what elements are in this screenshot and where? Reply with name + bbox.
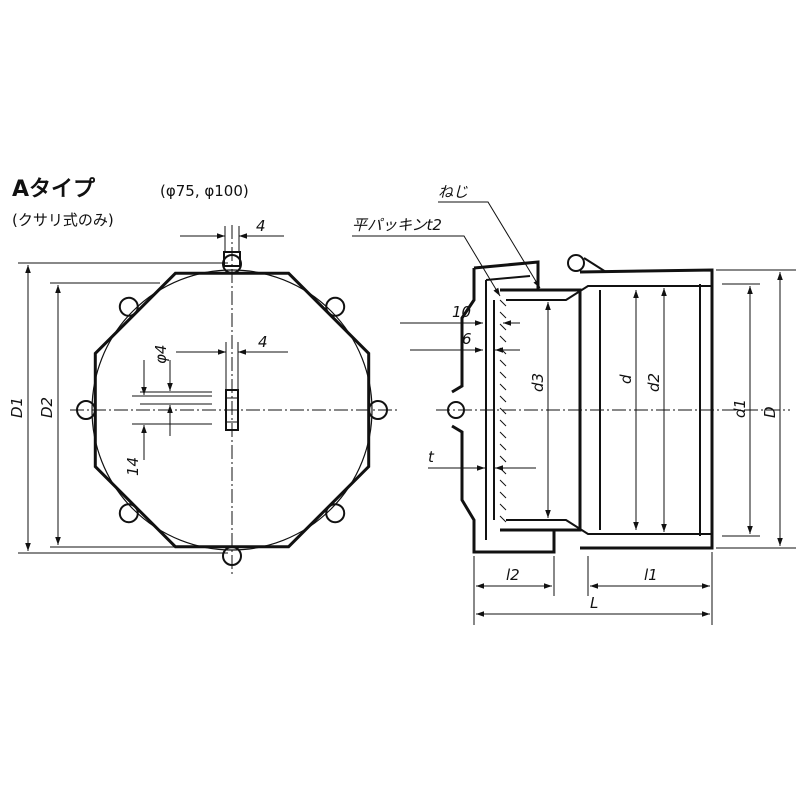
lug-bump [368,400,388,420]
coupling-taper-bottom [506,519,712,535]
thread-hatch-line [499,515,507,523]
lug-bump [325,296,346,317]
cap-inner-top [485,275,531,281]
cap-left-bottom [451,424,556,554]
thread-hatching [499,299,507,523]
size-range: (φ75, φ100) [160,182,249,200]
lug-bump [222,546,242,566]
thread-hatch-line [499,311,507,319]
dim-l1-label: l1 [644,566,658,584]
side-view: ねじ 平パッキンt2 10 6 t d3 d d2 d1 D [352,183,796,625]
thread-hatch-line [499,299,507,307]
cap-inner-circle [91,269,373,551]
title-block: Aタイプ (φ75, φ100) (クサリ式のみ) [12,177,249,229]
lug-bump [118,296,139,317]
center-slot [225,389,239,431]
dim-d2-label: d2 [645,373,663,392]
thread-hatch-line [499,359,507,367]
thread-hatch-line [499,455,507,463]
thread-hatch-line [499,407,507,415]
cap-left-top [451,268,476,394]
chain-ring [567,254,585,272]
dim-t-label: t [428,448,435,466]
tab-width-label: 4 [256,217,266,235]
dim-l2-label: l2 [506,566,520,584]
d1-label: D1 [8,397,26,418]
gasket-leader [352,235,501,297]
dim-d3-label: d3 [529,373,547,392]
thread-hatch-line [499,491,507,499]
chain-tab [223,251,241,267]
chain-note: (クサリ式のみ) [12,211,114,229]
thread-hatch-line [499,479,507,487]
gasket-callout-label: 平パッキンt2 [352,216,442,234]
thread-hatch-line [499,419,507,427]
hinge-pin [447,401,465,419]
lug-ring-outline [93,271,371,549]
thread-hatch-line [499,431,507,439]
thread-hatch-line [499,347,507,355]
d2-label: D2 [38,397,56,418]
lug-bump [325,503,346,524]
h14-label: 14 [124,457,142,476]
thread-hatch-line [499,371,507,379]
coupling-outer [579,268,714,550]
thread-hatch-line [499,383,507,391]
slot-width-label: 4 [258,333,268,351]
dim-L-label: L [590,594,598,612]
type-title: Aタイプ [12,177,96,202]
thread-hatch-line [499,395,507,403]
dim-D-label: D [761,406,779,418]
thread-leader [438,201,541,289]
lug-bump [76,400,96,420]
thread-hatch-line [499,443,507,451]
dim-6-label: 6 [462,330,472,348]
thread-hatch-line [499,467,507,475]
phi4-label: φ4 [152,345,170,364]
coupling-taper-top [506,285,712,301]
dim-d1-label: d1 [731,399,749,418]
thread-callout-label: ねじ [438,183,468,201]
dim-d-label: d [617,374,635,384]
lug-bump [118,503,139,524]
dim-10-label: 10 [452,303,471,321]
chain-link [583,257,607,273]
thread-hatch-line [499,503,507,511]
thread-hatch-line [499,335,507,343]
thread-hatch-line [499,323,507,331]
front-view: D1 D2 4 4 φ4 14 [8,217,400,575]
coupling-front [500,288,582,532]
